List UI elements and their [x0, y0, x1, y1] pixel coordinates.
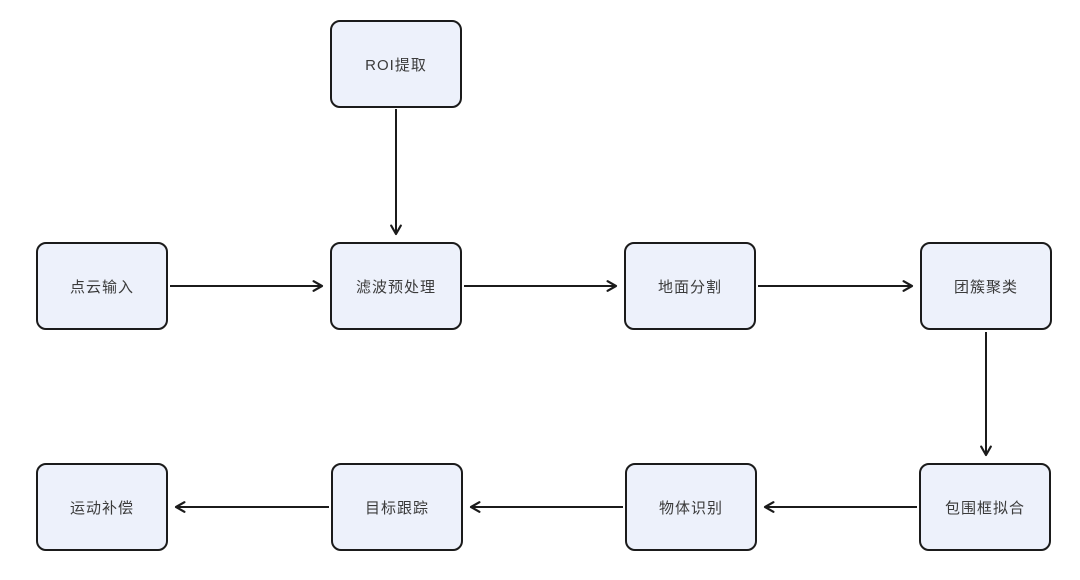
node-object-recognition-label: 物体识别 [658, 499, 723, 517]
node-filter-preprocessing: 滤波预处理 [330, 242, 462, 330]
node-filter-preprocessing-label: 滤波预处理 [355, 278, 436, 296]
node-cluster-clustering-label: 团簇聚类 [953, 278, 1018, 296]
node-ground-segmentation-label: 地面分割 [657, 278, 722, 296]
node-ground-segmentation: 地面分割 [624, 242, 756, 330]
node-point-cloud-input: 点云输入 [36, 242, 168, 330]
node-motion-compensation: 运动补偿 [36, 463, 168, 551]
node-point-cloud-input-label: 点云输入 [69, 278, 134, 296]
node-roi-extraction: ROI提取 [330, 20, 462, 108]
node-target-tracking-label: 目标跟踪 [364, 499, 429, 517]
node-motion-compensation-label: 运动补偿 [69, 499, 134, 517]
node-roi-extraction-label: ROI提取 [365, 56, 427, 74]
node-object-recognition: 物体识别 [625, 463, 757, 551]
node-bounding-box-fitting: 包围框拟合 [919, 463, 1051, 551]
node-target-tracking: 目标跟踪 [331, 463, 463, 551]
node-cluster-clustering: 团簇聚类 [920, 242, 1052, 330]
node-bounding-box-fitting-label: 包围框拟合 [944, 499, 1025, 517]
